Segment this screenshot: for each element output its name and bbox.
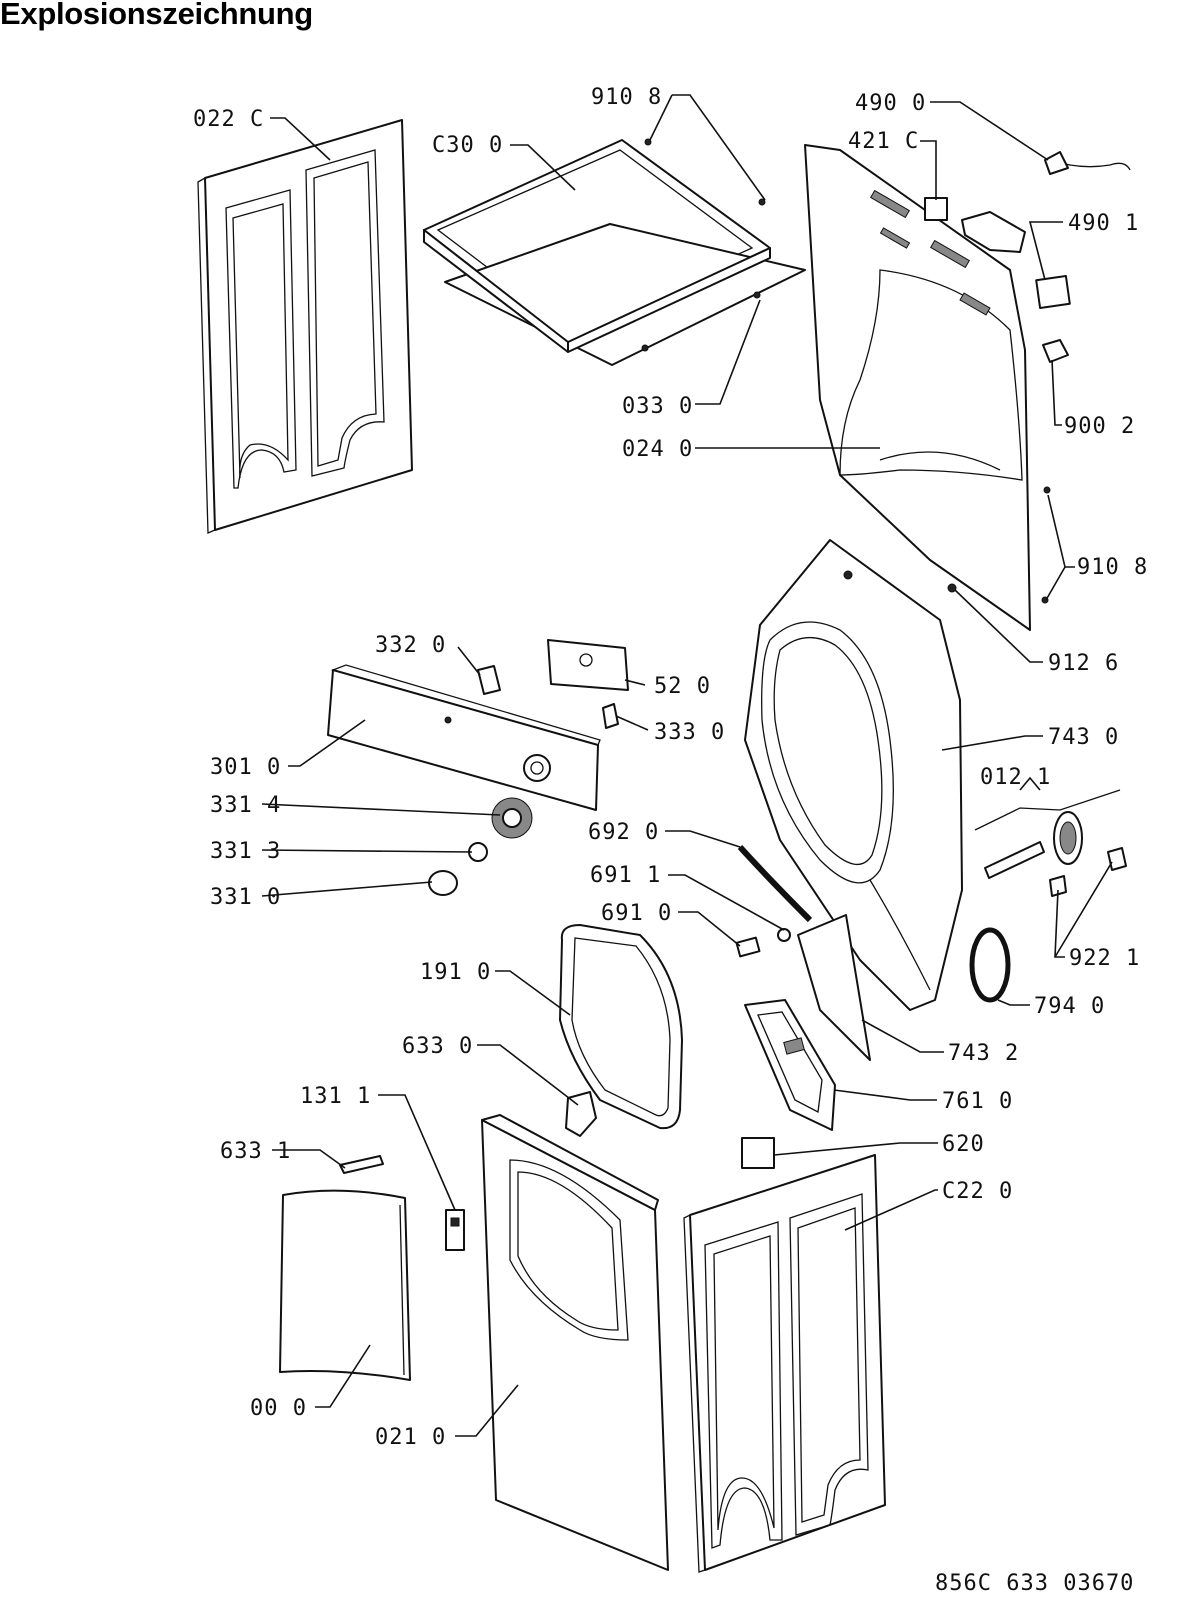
part-label: 012 1 bbox=[980, 765, 1051, 790]
part-label: C30 0 bbox=[432, 133, 503, 158]
leader-lines bbox=[261, 94, 1113, 1437]
drum-shaft-part bbox=[974, 789, 1127, 897]
filter-part bbox=[744, 999, 836, 1131]
part-label: 021 0 bbox=[375, 1425, 446, 1450]
part-label: 761 0 bbox=[942, 1089, 1013, 1114]
part-label: 743 0 bbox=[1048, 725, 1119, 750]
control-panel-part bbox=[327, 664, 601, 811]
part-label: 743 2 bbox=[948, 1041, 1019, 1066]
part-label: 191 0 bbox=[420, 960, 491, 985]
part-label: 633 0 bbox=[402, 1034, 473, 1059]
part-label: 331 0 bbox=[210, 885, 281, 910]
part-label: 131 1 bbox=[300, 1084, 371, 1109]
part-label: 52 0 bbox=[654, 674, 711, 699]
part-label: 912 6 bbox=[1048, 651, 1119, 676]
part-label: 490 0 bbox=[855, 91, 926, 116]
part-label: 691 0 bbox=[601, 901, 672, 926]
document-number: 856C 633 03670 bbox=[935, 1571, 1134, 1596]
part-label: 910 8 bbox=[1077, 555, 1148, 580]
part-label: 00 0 bbox=[250, 1396, 307, 1421]
rear-panel-part bbox=[804, 144, 1031, 631]
door-seal-part bbox=[559, 924, 683, 1130]
part-labels: 022 C C30 0 910 8 490 0 421 C 490 1 033 … bbox=[193, 85, 1148, 1450]
part-label: C22 0 bbox=[942, 1179, 1013, 1204]
part-label: 033 0 bbox=[622, 394, 693, 419]
part-label: 620 bbox=[942, 1132, 985, 1157]
part-label: 922 1 bbox=[1069, 946, 1140, 971]
drum-housing-part bbox=[744, 539, 963, 1011]
part-label: 331 4 bbox=[210, 793, 281, 818]
part-label: 333 0 bbox=[654, 720, 725, 745]
page-title: Explosionszeichnung bbox=[0, 0, 313, 31]
side-panel-right-part bbox=[683, 1154, 886, 1573]
door-part bbox=[279, 1189, 411, 1381]
side-panel-left-part bbox=[197, 119, 413, 534]
part-label: 301 0 bbox=[210, 755, 281, 780]
part-label: 910 8 bbox=[591, 85, 662, 110]
part-label: 633 1 bbox=[220, 1139, 291, 1164]
part-label: 332 0 bbox=[375, 633, 446, 658]
belt-part bbox=[969, 927, 1011, 1003]
misc-small-parts bbox=[735, 844, 871, 1061]
part-label: 691 1 bbox=[590, 863, 661, 888]
part-label: 794 0 bbox=[1034, 994, 1105, 1019]
part-label: 022 C bbox=[193, 107, 264, 132]
electronic-board-part bbox=[477, 639, 629, 729]
connector-parts bbox=[924, 151, 1131, 604]
knob-parts bbox=[428, 797, 533, 896]
top-cover-part bbox=[423, 138, 806, 366]
part-label: 900 2 bbox=[1064, 414, 1135, 439]
front-panel-part bbox=[481, 1114, 669, 1571]
part-label: 024 0 bbox=[622, 437, 693, 462]
hinge-switch-parts bbox=[339, 1091, 775, 1251]
part-label: 421 C bbox=[848, 129, 919, 154]
part-label: 331 3 bbox=[210, 839, 281, 864]
part-label: 692 0 bbox=[588, 820, 659, 845]
part-label: 490 1 bbox=[1068, 211, 1139, 236]
